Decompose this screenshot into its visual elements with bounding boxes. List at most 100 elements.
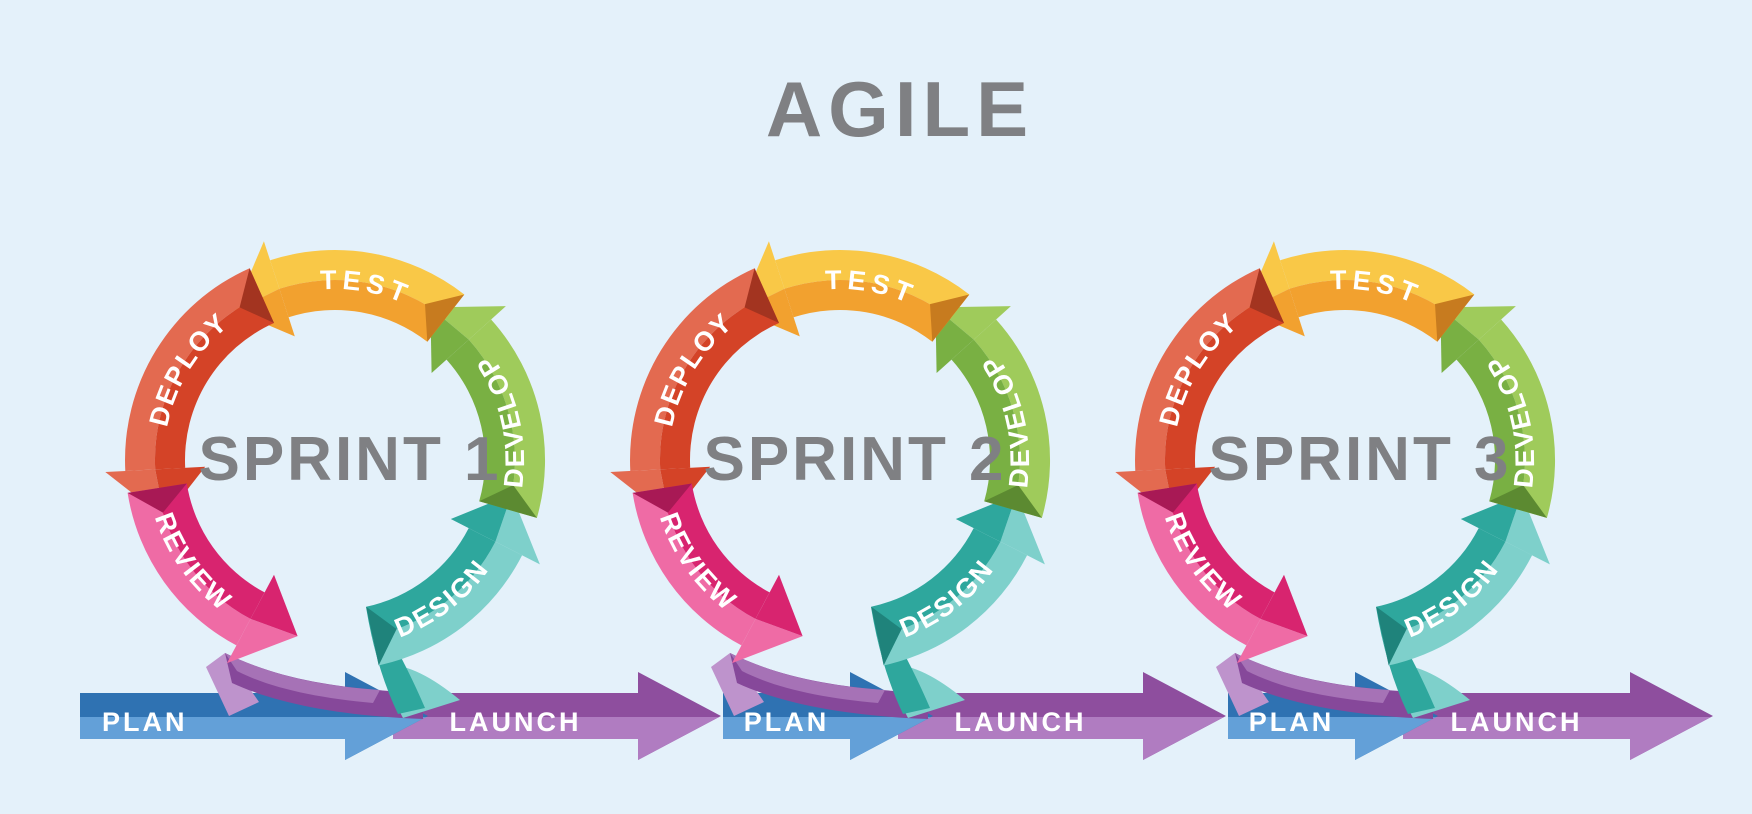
sprint-3-design-band-inner [1376,528,1506,637]
sprint-1-review-tail-shadow [127,483,187,513]
sprint-1-deploy-tail-shadow [239,268,274,323]
sprint-1-test-tail-shadow [425,294,465,342]
flow-3-launch-arrow: LAUNCH [898,672,1226,760]
flow-5-launch-head-shade [1630,717,1712,760]
sprint-3-develop-tail-shadow [1489,485,1547,518]
flow-2-plan-head-shade [850,717,932,760]
sprint-1-launch-swoosh-highlight [225,653,380,703]
sprint-2-test-band-inner [784,280,951,342]
sprint-3-launch-swoosh [1216,653,1433,719]
sprint-2-review-band-outer [632,488,756,646]
sprint-2-develop-tail-shadow [984,485,1042,518]
sprint-2-launch-swoosh [711,653,928,719]
sprint-2-develop-band-inner [951,339,1020,510]
sprint-3-review-head-inner [1260,574,1308,637]
sprint-3-develop-head-outer [1440,306,1516,340]
sprint-3-test-arrow: TEST [1244,241,1475,342]
sprint-3-review-band-outer [1137,488,1261,646]
sprint-2-test-arrow: TEST [739,241,970,342]
sprint-1-deploy-band-inner [154,295,274,470]
sprint-3-launch-swoosh-highlight [1235,653,1390,703]
flow-2-plan-label: PLAN [744,707,830,737]
sprint-3-develop-band-inner [1456,339,1525,510]
sprint-1-review-head-inner [250,574,298,637]
sprint-3-test-band-inner [1289,280,1456,342]
sprint-3-design-band-outer [1382,541,1533,666]
sprint-1-deploy-band-outer [125,268,262,471]
sprint-1-review-head-outer [227,618,298,664]
sprint-2-review-band-inner [662,483,770,619]
sprint-2-design-band-outer [877,541,1028,666]
sprint-3-test-band-outer [1280,250,1475,319]
sprint-1-design-head-outer [495,494,540,565]
sprint-2-title: SPRINT 2 [703,425,1006,494]
sprint-3-design-tail-extension [1376,607,1470,718]
sprint-2-design-tail-extension [871,607,965,718]
sprint-2-launch-swoosh-pale-wedge [711,653,764,716]
flow-5-launch-label: LAUNCH [1451,707,1583,737]
flow-0-plan-band-bottom [80,717,345,739]
sprint-1-design-band-inner [366,528,496,637]
sprint-1-design-arrow: DESIGN [366,494,540,718]
sprint-3-test-tail-shadow [1435,294,1475,342]
sprint-2-test-tail-shadow [930,294,970,342]
sprint-2-design-tail-shadow [871,606,902,666]
sprint-1-review-arrow: REVIEW [127,483,298,664]
sprint-1-test-band-inner [279,280,446,342]
sprint-3-develop-band-outer [1478,319,1556,518]
flow-3-launch-label: LAUNCH [955,707,1087,737]
sprint-3-deploy-tail-shadow [1249,268,1284,323]
sprint-3-review-head-outer [1237,618,1308,664]
sprint-2-deploy-band-inner [659,295,779,470]
sprint-2-review-arrow: REVIEW [632,483,803,664]
sprint-2-launch-swoosh-highlight [730,653,885,703]
sprint-1-review-band-outer [127,488,251,646]
sprint-3-review-band-inner [1167,483,1275,619]
sprint-1-develop-tail-shadow [479,485,537,518]
sprint-1-launch-swoosh-pale-wedge [206,653,259,716]
flow-3-launch-band-bottom [898,717,1143,739]
flow-4-plan-band-bottom [1228,717,1355,739]
sprint-2-design-band-inner [871,528,1001,637]
sprint-1-develop-band-outer [468,319,546,518]
sprint-1-test-band-outer [270,250,465,319]
flow-1-launch-arrow: LAUNCH [393,672,721,760]
sprint-2-design-head-outer [1000,494,1045,565]
sprint-3-design-arrow: DESIGN [1376,494,1550,718]
sprint-3-launch-swoosh-pale-wedge [1216,653,1269,716]
sprint-3-review-tail-shadow [1137,483,1197,513]
sprint-1-develop-band-inner [446,339,515,510]
sprint-2-develop-head-outer [935,306,1011,340]
sprint-2-deploy-band-outer [630,268,767,471]
sprint-2-test-band-outer [775,250,970,319]
flow-1-launch-band-bottom [393,717,638,739]
sprint-2-review-head-outer [732,618,803,664]
sprint-2-review-tail-shadow [632,483,692,513]
sprint-1-develop-head-outer [430,306,506,340]
sprint-1-design-tail-shadow [366,606,397,666]
flow-4-plan-head-shade [1355,717,1437,760]
page-title: AGILE [766,65,1034,153]
sprint-3-deploy-band-inner [1164,295,1284,470]
sprint-2-develop-band-outer [973,319,1051,518]
sprint-3-deploy-band-outer [1135,268,1272,471]
flow-4-plan-label: PLAN [1249,707,1335,737]
sprint-1-review-band-inner [157,483,265,619]
sprint-1-test-arrow: TEST [234,241,465,342]
flow-0-plan-head-shade [345,717,427,760]
sprint-1-title: SPRINT 1 [198,425,501,494]
sprint-1-design-tail-extension [366,607,460,718]
sprint-3-design-head-outer [1505,494,1550,565]
flow-3-launch-head-shade [1143,717,1225,760]
sprint-3-title: SPRINT 3 [1208,425,1511,494]
sprint-3-design-tail-shadow [1376,606,1407,666]
sprint-2-review-head-inner [755,574,803,637]
flow-5-launch-band-bottom [1403,717,1630,739]
flow-0-plan-label: PLAN [102,707,188,737]
sprint-2-design-arrow: DESIGN [871,494,1045,718]
sprint-1-design-band-outer [372,541,523,666]
flow-1-launch-head-shade [638,717,720,760]
